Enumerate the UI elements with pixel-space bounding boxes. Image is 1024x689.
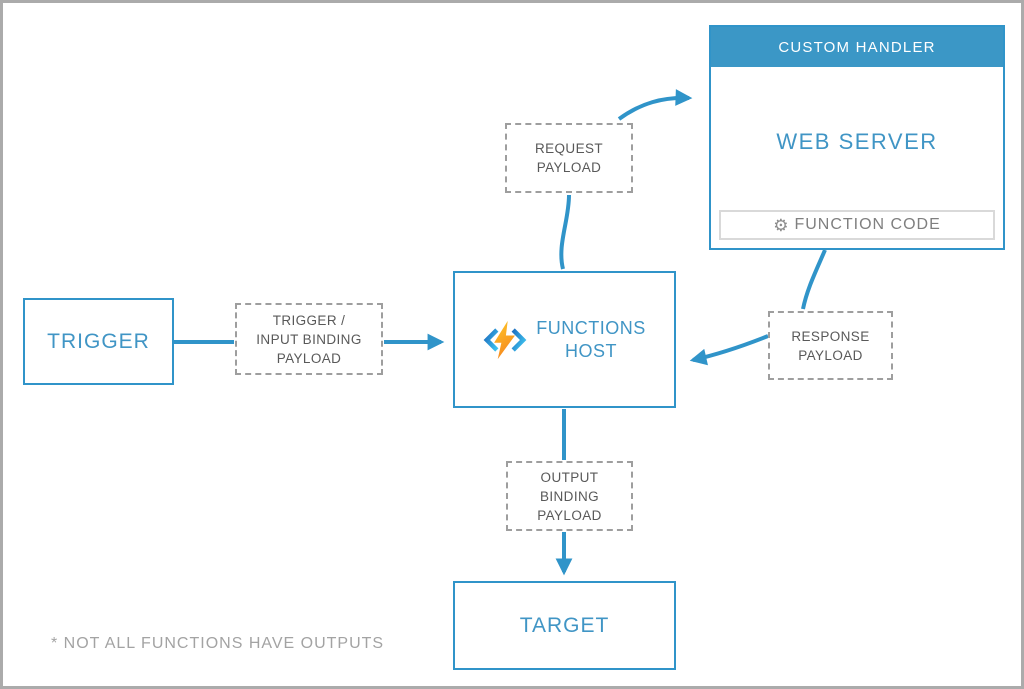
functions-host-label-line2: HOST (564, 340, 617, 361)
payload-line: PAYLOAD (536, 160, 602, 175)
functions-host-label-line1: FUNCTIONS (536, 317, 646, 338)
response-payload-box: RESPONSE PAYLOAD (768, 311, 893, 380)
lightning-bolt-shape (494, 320, 516, 359)
function-code-label: FUNCTION CODE (794, 216, 941, 233)
gear-icon: ⚙ (773, 215, 790, 235)
payload-line: RESPONSE (791, 328, 870, 344)
output-binding-payload-box: OUTPUT BINDING PAYLOAD (506, 461, 633, 531)
line-handler-to-response-payload (801, 249, 827, 310)
custom-handler-header: CUSTOM HANDLER (711, 27, 1003, 67)
web-server-label: WEB SERVER (776, 129, 938, 154)
arrow-response-payload-to-host (689, 334, 769, 366)
functions-host-node: FUNCTIONS HOST (453, 271, 676, 408)
payload-line: TRIGGER / (272, 312, 346, 328)
trigger-input-binding-payload-box: TRIGGER / INPUT BINDING PAYLOAD (235, 303, 383, 375)
payload-line: BINDING (539, 488, 600, 504)
left-bracket-shape (483, 327, 499, 352)
line-host-to-request-payload (559, 194, 571, 270)
payload-line: PAYLOAD (798, 347, 863, 363)
payload-line: PAYLOAD (537, 507, 602, 523)
right-bracket-shape (511, 327, 527, 352)
request-payload-box: REQUEST PAYLOAD (505, 123, 633, 193)
functions-host-label: FUNCTIONS HOST (536, 317, 646, 363)
target-label: TARGET (519, 613, 610, 637)
payload-line: INPUT BINDING (256, 331, 362, 347)
function-code-box: ⚙ FUNCTION CODE (719, 210, 995, 240)
footnote: * NOT ALL FUNCTIONS HAVE OUTPUTS (51, 635, 385, 652)
trigger-label: TRIGGER (47, 329, 150, 353)
payload-line: OUTPUT (540, 469, 599, 485)
connector-arrows (174, 89, 827, 576)
functions-logo-icon (483, 320, 527, 359)
target-node: TARGET (453, 581, 676, 670)
payload-line: REQUEST (534, 141, 604, 156)
custom-handler-title: CUSTOM HANDLER (778, 38, 936, 56)
trigger-node: TRIGGER (23, 298, 174, 385)
arrow-request-payload-to-handler (617, 89, 693, 121)
custom-handler-box: CUSTOM HANDLER WEB SERVER ⚙ FUNCTION COD… (709, 25, 1005, 250)
payload-line: PAYLOAD (276, 350, 342, 366)
